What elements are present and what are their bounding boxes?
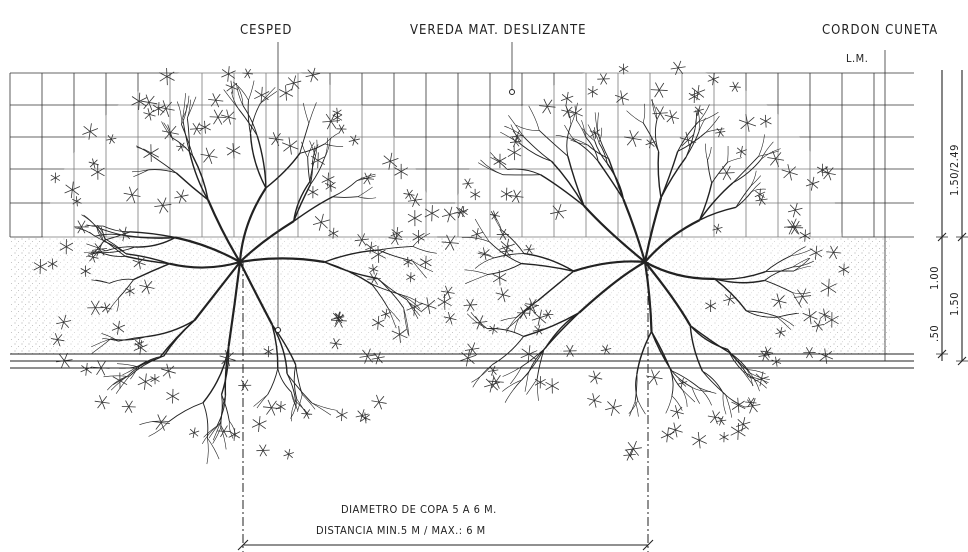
- dim-cordon: .50: [928, 325, 941, 342]
- leader-lines: [275, 42, 515, 333]
- tree-canopy: [33, 63, 440, 465]
- tree-spacing-dimension: [237, 262, 654, 552]
- dim-cesped: 1.00: [928, 266, 941, 290]
- dimension-chain: [936, 70, 968, 366]
- tree-canopy: [437, 60, 850, 461]
- cordon-lines: [10, 50, 914, 369]
- label-cordon-cuneta: CORDON CUNETA: [822, 23, 938, 38]
- dim-vereda: 1.50/2.49: [948, 144, 961, 196]
- dim-total: 1.50: [948, 292, 961, 316]
- note-distancia: DISTANCIA MIN.5 M / MAX.: 6 M: [316, 524, 486, 537]
- label-linea-municipal: L.M.: [846, 52, 868, 65]
- label-vereda: VEREDA MAT. DESLIZANTE: [410, 23, 587, 38]
- note-diametro-copa: DIAMETRO DE COPA 5 A 6 M.: [341, 503, 497, 516]
- label-cesped: CESPED: [240, 23, 292, 38]
